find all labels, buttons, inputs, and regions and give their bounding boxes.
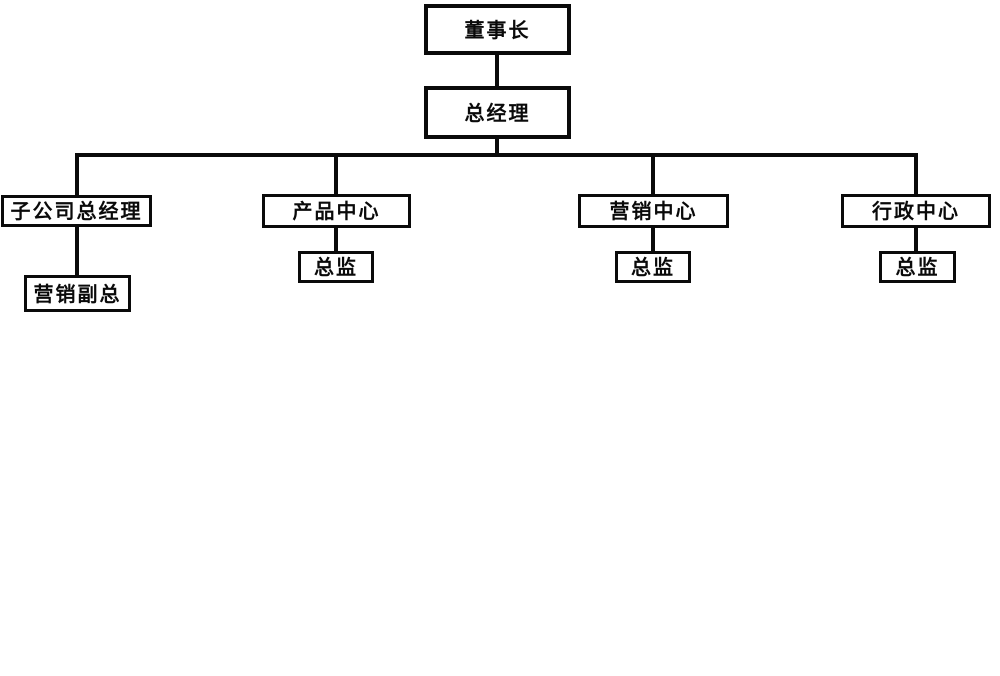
org-node-general-manager: 总经理	[424, 86, 571, 139]
edge-subsidiary-gm-marketing-vp	[75, 227, 79, 275]
edge-general-manager-drop	[495, 139, 499, 155]
edge-bus-product-center	[334, 155, 338, 194]
edge-marketing-center-director	[651, 228, 655, 251]
edge-horizontal-bus	[75, 153, 918, 157]
org-node-product-center: 产品中心	[262, 194, 411, 228]
org-node-chairman: 董事长	[424, 4, 571, 55]
org-node-admin-director: 总监	[879, 251, 956, 283]
edge-bus-marketing-center	[651, 155, 655, 194]
org-node-admin-center: 行政中心	[841, 194, 991, 228]
edge-bus-admin-center	[914, 155, 918, 194]
edge-admin-center-director	[914, 228, 918, 251]
edge-chairman-general-manager	[495, 55, 499, 86]
org-node-marketing-center: 营销中心	[578, 194, 729, 228]
edge-bus-subsidiary-gm	[75, 155, 79, 195]
edge-product-center-director	[334, 228, 338, 251]
org-node-product-director: 总监	[298, 251, 374, 283]
org-node-marketing-director: 总监	[615, 251, 691, 283]
org-node-marketing-vp: 营销副总	[24, 275, 131, 312]
org-node-subsidiary-gm: 子公司总经理	[1, 195, 152, 227]
